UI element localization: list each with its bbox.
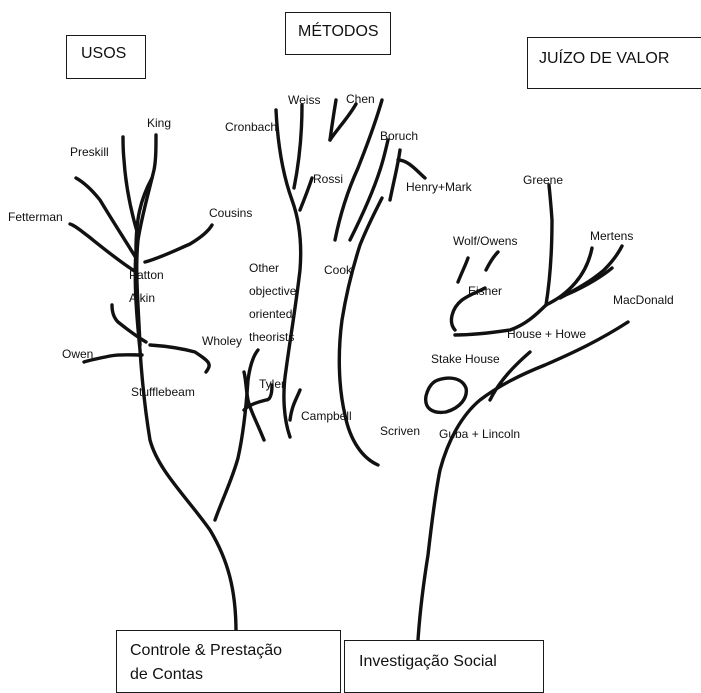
category-label-metodos: MÉTODOS [298,23,390,41]
greene-branch [546,248,592,305]
category-label-juizo-de-valor: JUÍZO DE VALOR [539,50,701,68]
label-stufflebeam: Stufflebeam [131,385,195,399]
label-cook: Cook [324,263,353,277]
right-tree-branches [418,185,628,640]
henry-mark-branch [390,150,400,200]
label-boruch: Boruch [380,129,418,143]
fetterman-branch [70,224,136,272]
cousins-branch [145,225,212,262]
king-branch [137,135,156,345]
label-wholey: Wholey [202,334,242,348]
label-preskill: Preskill [70,145,109,159]
label-wolf-owens: Wolf/Owens [453,234,517,248]
henry-mark-branch-side [398,160,425,178]
cook-trunk [339,198,382,465]
category-label-usos: USOS [81,45,145,63]
label-guba-lincoln: Guba + Lincoln [439,427,520,441]
wholey-branch [150,345,209,372]
label-henry-mark: Henry+Mark [406,180,473,194]
category-box-juizo-de-valor: JUÍZO DE VALOR [527,37,701,89]
label-cousins: Cousins [209,206,252,220]
label-other-3: oriented [249,307,292,321]
label-mertens: Mertens [590,229,633,243]
tyler-branch [215,350,258,520]
label-king: King [147,116,171,130]
label-other-4: theorists [249,330,294,344]
label-eisner: Eisner [468,284,502,298]
label-rossi: Rossi [313,172,343,186]
label-campbell: Campbell [301,409,352,423]
house-howe-arm [546,185,552,305]
label-patton: Patton [129,268,164,282]
label-scriven: Scriven [380,424,420,438]
root-box-controle: Controle & Prestação de Contas [116,630,341,693]
category-box-usos: USOS [66,35,146,79]
rossi-branch [300,178,312,210]
label-greene: Greene [523,173,563,187]
label-other-2: objective [249,284,297,298]
label-stake-house: Stake House [431,352,500,366]
label-weiss: Weiss [288,93,320,107]
right-trunk-branch [418,322,628,640]
king-branch-left [123,137,138,235]
label-fetterman: Fetterman [8,210,63,224]
root-label-controle-line1: Controle & Prestação [130,639,340,663]
weiss-branch [294,105,302,188]
root-label-controle-line2: de Contas [130,663,340,687]
label-cronbach: Cronbach [225,120,277,134]
root-box-investigacao-social: Investigação Social [344,640,544,693]
root-label-investigacao-social: Investigação Social [359,653,543,671]
label-house-howe: House + Howe [507,327,586,341]
label-tyler: Tyler [259,377,285,391]
label-other-1: Other [249,261,279,275]
label-chen: Chen [346,92,375,106]
label-alkin: Alkin [129,291,155,305]
stake-house-loop [426,378,467,412]
campbell-branch [290,390,300,420]
label-macdonald: MacDonald [613,293,674,307]
wolf-owens-branch [458,258,468,282]
wolf-owens-branch-b [486,252,498,270]
category-box-metodos: MÉTODOS [285,12,391,55]
label-owen: Owen [62,347,93,361]
